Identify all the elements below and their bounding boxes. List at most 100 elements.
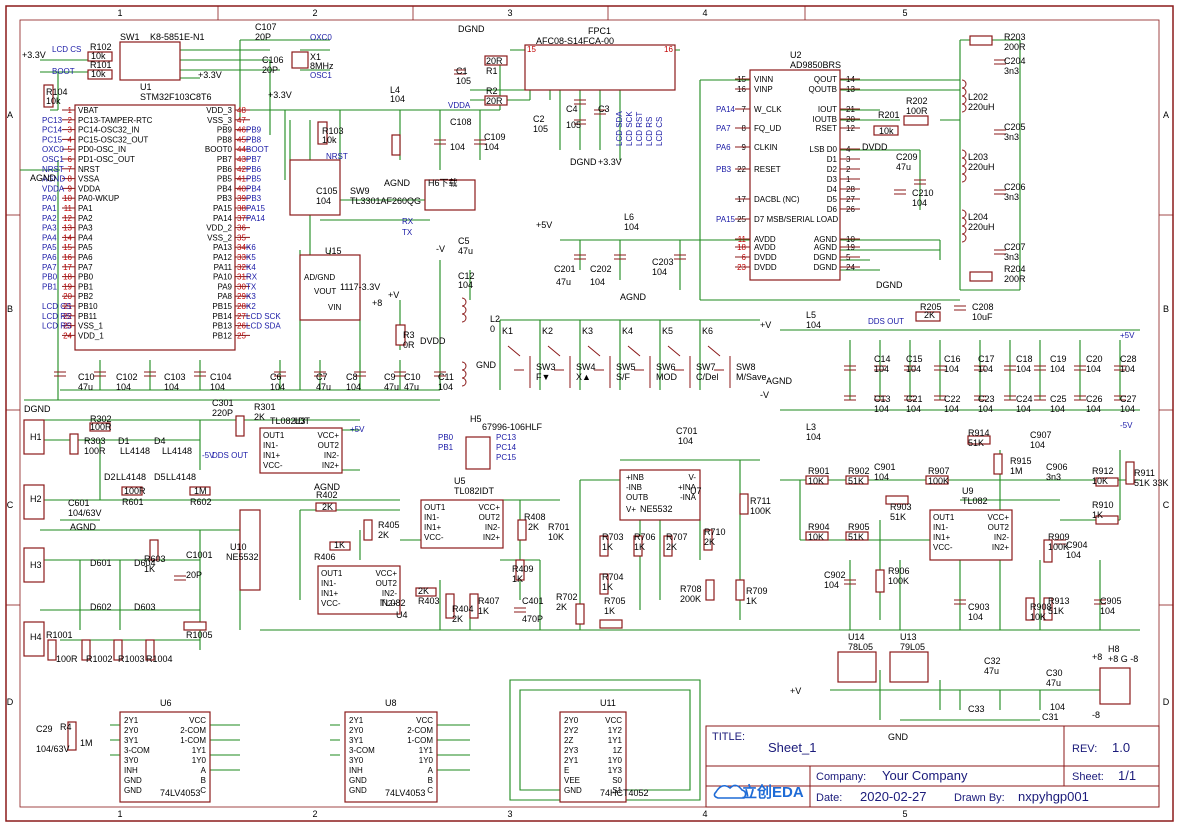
- mux-part: 74LV4053: [160, 788, 200, 798]
- mux-right-pin: B: [201, 776, 206, 785]
- c32-ref: C32: [984, 656, 1001, 666]
- u7-res-ref: R706: [634, 532, 656, 542]
- r1003-ref: R1003: [118, 654, 145, 664]
- bottom-cap-labels: C1047uC102104C103104C104104C6104C747uC81…: [78, 372, 454, 392]
- mcu-left-pin-name: VDD_1: [78, 331, 104, 340]
- key-switch-ref: SW6: [656, 362, 676, 372]
- c208-val: 10uF: [972, 312, 993, 322]
- mcu-left-net: AGND: [42, 175, 65, 184]
- mcu-right-net: K2: [246, 302, 256, 311]
- u14-regulator: [837, 651, 877, 683]
- cap-val: 104: [438, 382, 453, 392]
- h6-header: [424, 179, 476, 211]
- r101-body: [87, 69, 113, 80]
- cap-ref: C6: [270, 372, 282, 382]
- mcu-left-pin-name: PC13-TAMPER-RTC: [78, 116, 153, 125]
- cap-val: 104: [210, 382, 225, 392]
- power-small-labels: L4104VDDAC108104C109104AGNDR10310kNRSTC1…: [24, 24, 506, 414]
- tx-net: TX: [402, 228, 413, 237]
- key-switch-ref: SW3: [536, 362, 556, 372]
- d601-ref: D601: [90, 558, 112, 568]
- neg-v-label: -V: [760, 390, 769, 400]
- u9-res-ref: R906: [888, 566, 910, 576]
- mux-part: 74HCT4052: [600, 788, 649, 798]
- cap-ref: C26: [1086, 394, 1103, 404]
- mux-left-pin: 3Y0: [349, 756, 364, 765]
- cap-ref: C10: [78, 372, 95, 382]
- r4-body: [67, 721, 77, 751]
- agnd-label: AGND: [70, 522, 97, 532]
- c206-val: 3n3: [1004, 192, 1019, 202]
- u9-right-pin: OUT2: [988, 523, 1010, 532]
- h2-header: [23, 484, 45, 520]
- dds-right-pin: AGND: [814, 243, 837, 252]
- plus-v-label: +V: [760, 320, 771, 330]
- cap-val: 104: [1120, 364, 1135, 374]
- dds-left-pin: DVDD: [754, 263, 777, 272]
- key-label: K5: [662, 326, 673, 336]
- mcu-left-net: NRST: [42, 165, 64, 174]
- u9-cap-val: 104: [824, 580, 839, 590]
- h4-header: [23, 621, 45, 657]
- mux-right-pin: 1Y0: [419, 756, 434, 765]
- dds-right-pin: D6: [827, 205, 838, 214]
- mcu-left-net: PB0: [42, 273, 58, 282]
- l3-val: 104: [806, 432, 821, 442]
- key-switch-function: X▲: [576, 372, 591, 382]
- cap-val: 104: [874, 364, 889, 374]
- u7-res-ref: R702: [556, 592, 578, 602]
- fpc-net: LCD CS: [655, 117, 664, 146]
- u9-res-ref: R913: [1048, 596, 1070, 606]
- cap-val: 104: [944, 364, 959, 374]
- cap-ref: C28: [1120, 354, 1137, 364]
- r205-ref: R205: [920, 302, 942, 312]
- mcu-right-pin-name: PA15: [213, 204, 233, 213]
- r408-val: 2K: [528, 522, 539, 532]
- rev-value: 1.0: [1112, 740, 1130, 755]
- mcu-right-net: PA14: [246, 214, 266, 223]
- u5-right-pin: OUT2: [479, 513, 501, 522]
- mux-part: 74LV4053: [385, 788, 425, 798]
- u5-right-pin: VCC+: [478, 503, 500, 512]
- osc-vcc: +3.3V: [268, 90, 292, 100]
- r403-ref: R403: [418, 596, 440, 606]
- u10-opamp: [239, 509, 261, 591]
- u5-right-pin: IN2-: [485, 523, 500, 532]
- rset-body: [873, 125, 899, 136]
- mcu-right-pin-name: VSS_3: [207, 116, 232, 125]
- u3-ref: U3: [294, 416, 306, 426]
- c109-ref: C109: [484, 132, 506, 142]
- r3-ref: R3: [403, 330, 415, 340]
- sw9-part: TL3301AF260QG: [350, 196, 421, 206]
- dvdd-label: DVDD: [420, 336, 446, 346]
- mcu-right-pin-name: PB15: [212, 302, 232, 311]
- c205-ref: C205: [1004, 122, 1026, 132]
- u9-res-val: 100K: [888, 576, 909, 586]
- u9-cap-ref: C907: [1030, 430, 1052, 440]
- r404-ref: R404: [452, 604, 474, 614]
- mux-right-pin: 1Y1: [192, 746, 207, 755]
- u3-part: TL082IDT: [270, 416, 311, 426]
- mux-left-pin: INH: [349, 766, 363, 775]
- mcu-left-net: VDDA: [42, 184, 65, 193]
- pb1-net: PB1: [438, 443, 454, 452]
- cap-ref: C103: [164, 372, 186, 382]
- mcu-right-net: PB3: [246, 194, 262, 203]
- l2-val: 0: [490, 324, 495, 334]
- u7-res-val: 1K: [602, 582, 613, 592]
- grid-row-label: B: [1163, 304, 1169, 314]
- r1005-ref: R1005: [186, 630, 213, 640]
- mcu-right-pin-name: PA9: [217, 282, 232, 291]
- cap-ref: C19: [1050, 354, 1067, 364]
- mcu-left-net: PA6: [42, 253, 57, 262]
- u9-res-ref: R911: [1134, 468, 1155, 478]
- cap-val: 104: [1050, 404, 1065, 414]
- mcu-left-net: PC15: [42, 135, 63, 144]
- mcu-right-pin-name: PA13: [213, 243, 233, 252]
- r205-body: [915, 311, 941, 322]
- amp1-left-pin: OUT1: [263, 431, 285, 440]
- components: [23, 35, 1131, 803]
- c205-val: 3n3: [1004, 132, 1019, 142]
